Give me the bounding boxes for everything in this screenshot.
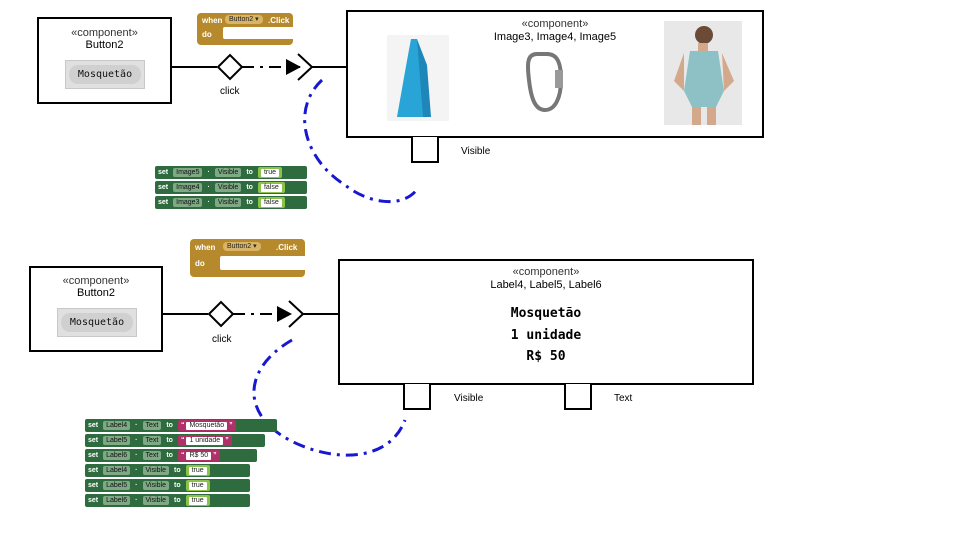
top-edge-arrowhead [286, 59, 301, 75]
bottom-click-label: click [212, 334, 232, 345]
component-dropdown: Button2 ▾ [223, 242, 261, 251]
stereotype: «component» [512, 266, 580, 278]
mosquetao-button[interactable]: Mosquetão [65, 60, 145, 89]
bottom-when-click-block[interactable]: when Button2 ▾ .Click do [190, 239, 305, 277]
bottom-text-label: Text [614, 393, 633, 404]
stereotype: «component» [521, 18, 589, 30]
top-image-component: «component» Image3, Image4, Image5 [346, 10, 764, 138]
when-keyword: when [202, 16, 223, 25]
carabiner-image [525, 50, 565, 114]
label6-text: R$ 50 [526, 349, 566, 364]
bottom-button-component: «component» Button2 Mosquetão [29, 266, 163, 352]
component-name: Button2 [77, 287, 115, 299]
component-dropdown: Button2 ▾ [225, 15, 263, 24]
label4-text: Mosquetão [510, 306, 582, 321]
component-names: Label4, Label5, Label6 [490, 279, 602, 291]
component-name: Button2 [85, 39, 124, 51]
top-link-curve [303, 78, 420, 203]
bottom-visible-label: Visible [454, 393, 484, 404]
when-keyword: when [195, 243, 216, 252]
top-edge-diamond [216, 53, 244, 81]
bottom-edge-arrowhead [277, 306, 292, 322]
stereotype: «component» [62, 275, 130, 287]
event-name: .Click [276, 243, 298, 252]
do-keyword: do [202, 30, 212, 39]
do-keyword: do [195, 259, 205, 268]
bottom-edge-diamond [207, 300, 235, 328]
event-name: .Click [268, 16, 290, 25]
top-visible-label: Visible [461, 146, 491, 157]
bottom-link-curve [252, 338, 407, 457]
top-click-label: click [220, 86, 240, 97]
bodysuit-image [664, 21, 742, 125]
bottom-label-component: «component» Label4, Label5, Label6 Mosqu… [338, 259, 754, 385]
top-button-component: «component» Button2 Mosquetão [37, 17, 172, 104]
top-visible-port [411, 137, 439, 163]
component-names: Image3, Image4, Image5 [493, 31, 617, 43]
bottom-visible-port [403, 384, 431, 410]
mosquetao-button[interactable]: Mosquetão [57, 308, 137, 337]
top-when-click-block[interactable]: when Button2 ▾ .Click do [197, 13, 293, 45]
bottom-text-port [564, 384, 592, 410]
label5-text: 1 unidade [510, 328, 582, 343]
blue-fabric-image [387, 35, 449, 121]
stereotype: «component» [71, 27, 138, 39]
